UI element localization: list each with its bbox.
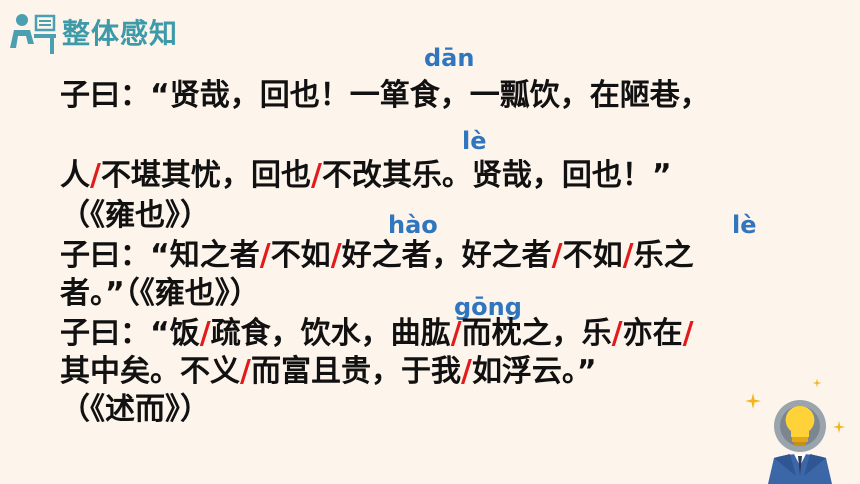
text-line-1: 子曰：“贤哉，回也！一箪食，一瓢饮，在陋巷，: [60, 78, 710, 113]
pause-mark: /: [310, 158, 322, 193]
pause-mark: /: [259, 238, 271, 273]
pinyin-gong: gōng: [454, 293, 522, 321]
pause-mark: /: [551, 238, 563, 273]
pause-mark: /: [460, 354, 472, 389]
text-line-6: 子曰：“饭/疏食，饮水，曲肱/而枕之，乐/亦在/: [60, 316, 694, 351]
pause-mark: /: [90, 158, 101, 193]
pause-mark: /: [450, 316, 462, 351]
text-line-3: （《雍也》）: [60, 198, 210, 233]
pause-mark: /: [199, 316, 211, 351]
sparkle-icon: [812, 378, 822, 388]
sparkle-icon: [745, 393, 761, 409]
reading-person-icon: [10, 14, 56, 54]
pause-mark: /: [622, 238, 634, 273]
text-line-8: （《述而》）: [60, 392, 210, 427]
pause-mark: /: [682, 316, 694, 351]
pinyin-hao: hào: [388, 211, 438, 239]
lightbulb-person-icon: [768, 400, 832, 484]
pinyin-le-2: lè: [732, 211, 757, 239]
text-line-2: 人/不堪其忧，回也/不改其乐。贤哉，回也！”: [60, 158, 672, 193]
pinyin-le-1: lè: [462, 127, 487, 155]
page-title: 整体感知: [62, 17, 179, 50]
text-line-4: 子曰：“知之者/不如/好之者，好之者/不如/乐之: [60, 238, 694, 273]
text-line-7: 其中矣。不义/而富且贵，于我/如浮云。”: [60, 354, 597, 389]
pause-mark: /: [330, 238, 342, 273]
text-line-5: 者。”（《雍也》）: [60, 276, 260, 311]
pause-mark: /: [611, 316, 623, 351]
sparkle-icon: [832, 420, 846, 434]
pinyin-dan: dān: [424, 44, 475, 72]
pause-mark: /: [240, 354, 251, 389]
